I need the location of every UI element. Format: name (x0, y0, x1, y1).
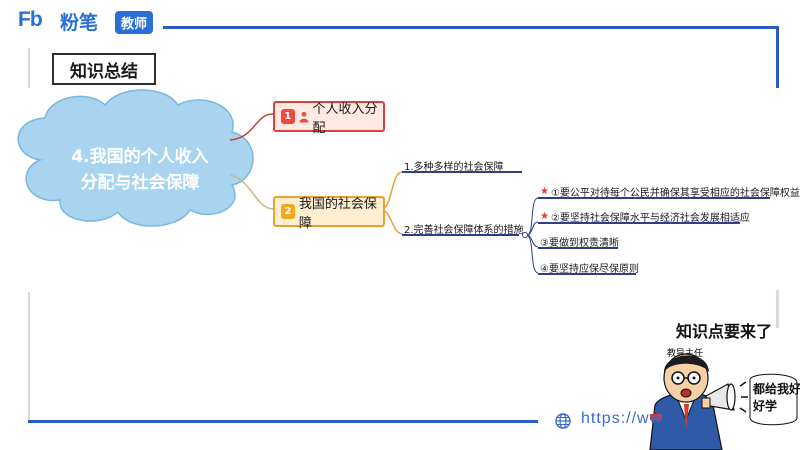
connector-branch-2 (382, 209, 403, 235)
leaf-item: ★ ②要坚持社会保障水平与经济社会发展相适应 (540, 209, 750, 224)
star-icon: ★ (540, 211, 549, 222)
connector-leaf-1 (527, 197, 539, 236)
connector-leaf-3 (527, 234, 539, 248)
branch-diverse-security: 1.多种多样的社会保障 (404, 162, 504, 173)
logo-text: 粉笔 (60, 12, 99, 34)
section-title: 知识总结 (52, 53, 156, 85)
leaf-label: ①要公平对待每个公民并确保其享受相应的社会保障权益 (550, 188, 800, 199)
connector-topic-1 (229, 113, 274, 141)
center-node-line-2: 分配与社会保障 (80, 173, 200, 193)
branch-improve-measures: 2.完善社会保障体系的措施 (404, 225, 524, 236)
person-icon (299, 111, 309, 122)
star-icon: ★ (540, 186, 549, 197)
cartoon-role-label: 教导主任 (667, 349, 704, 359)
center-cloud-shape (17, 89, 254, 227)
leaf-label: ②要坚持社会保障水平与经济社会发展相适应 (550, 213, 750, 224)
connector-leaf-4 (527, 235, 539, 274)
branch-2-joint (522, 232, 528, 238)
leaf-item: ★ ①要公平对待每个公民并确保其享受相应的社会保障权益 (540, 184, 800, 199)
topic-number-badge: 1 (281, 109, 295, 124)
frame-right-line (776, 26, 779, 88)
cartoon-teacher-illustration (649, 353, 798, 450)
logo-badge: 教师 (115, 11, 154, 34)
topic-label: 个人收入分配 (312, 101, 378, 136)
cartoon-speech-text: 都给我好好学 (753, 382, 800, 413)
leaf-item: ③要做到权责清晰 (540, 234, 619, 249)
center-node-line-1: 4.我国的个人收入 (71, 147, 209, 167)
frame-left-line (28, 48, 30, 88)
footer-url[interactable]: https://ww (581, 410, 663, 427)
connector-topic-2 (229, 174, 274, 210)
connector-leaf-2 (527, 221, 539, 236)
globe-icon (555, 413, 571, 429)
frame-right-line-lower (776, 290, 779, 328)
frame-top-line (163, 26, 778, 29)
frame-bottom-line (28, 420, 538, 423)
leaf-item: ④要坚持应保尽保原则 (540, 260, 639, 275)
topic-node-social-security: 2 我国的社会保障 (273, 196, 385, 231)
leaf-label: ④要坚持应保尽保原则 (540, 264, 639, 275)
connector-branch-1 (382, 171, 403, 210)
frame-left-line-lower (28, 292, 30, 422)
topic-node-income-distribution: 1 个人收入分配 (273, 101, 385, 136)
mindmap-center-node: 4.我国的个人收入 分配与社会保障 (50, 144, 230, 196)
topic-number-badge: 2 (281, 204, 295, 219)
topic-label: 我国的社会保障 (298, 196, 377, 231)
leaf-label: ③要做到权责清晰 (540, 238, 619, 249)
cartoon-headline: 知识点要来了 (676, 322, 773, 341)
logo-mark: Fb (18, 8, 43, 31)
